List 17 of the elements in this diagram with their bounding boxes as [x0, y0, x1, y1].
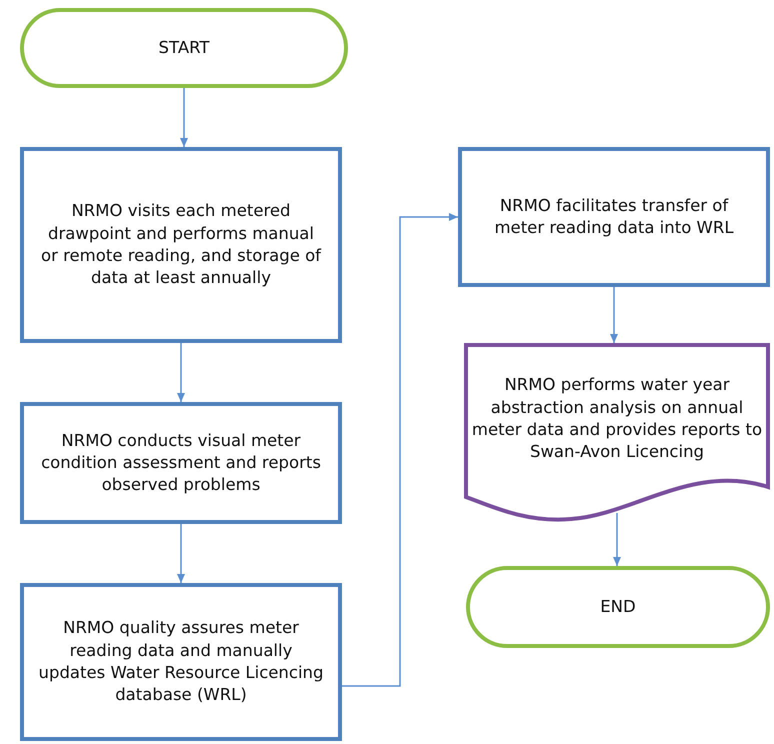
arrow — [613, 513, 621, 566]
process-box — [458, 147, 770, 287]
step-text: END — [600, 596, 636, 618]
arrow — [610, 287, 618, 343]
step-text: NRMO facilitates transfer of meter reading data into WRL — [493, 194, 735, 239]
step-text: NRMO visits each metered drawpoint and performs manual or remote reading, and storage of data at least annually — [40, 200, 322, 290]
process-box — [20, 147, 342, 343]
arrow — [342, 213, 458, 687]
arrow — [177, 524, 185, 583]
process-box — [20, 583, 342, 741]
step-text: NRMO conducts visual meter condition assessment and reports observed problems — [40, 430, 322, 496]
process-box — [20, 402, 342, 524]
step-text: NRMO performs water year abstraction analysis on annual meter data and provides reports to Swan-Avon Licencing — [470, 374, 764, 464]
step-text: START — [158, 36, 210, 59]
step-text: NRMO quality assures meter reading data and manually updates Water Resource Licencing database (WRL) — [38, 617, 324, 706]
arrow — [177, 343, 185, 402]
arrow — [180, 88, 188, 147]
